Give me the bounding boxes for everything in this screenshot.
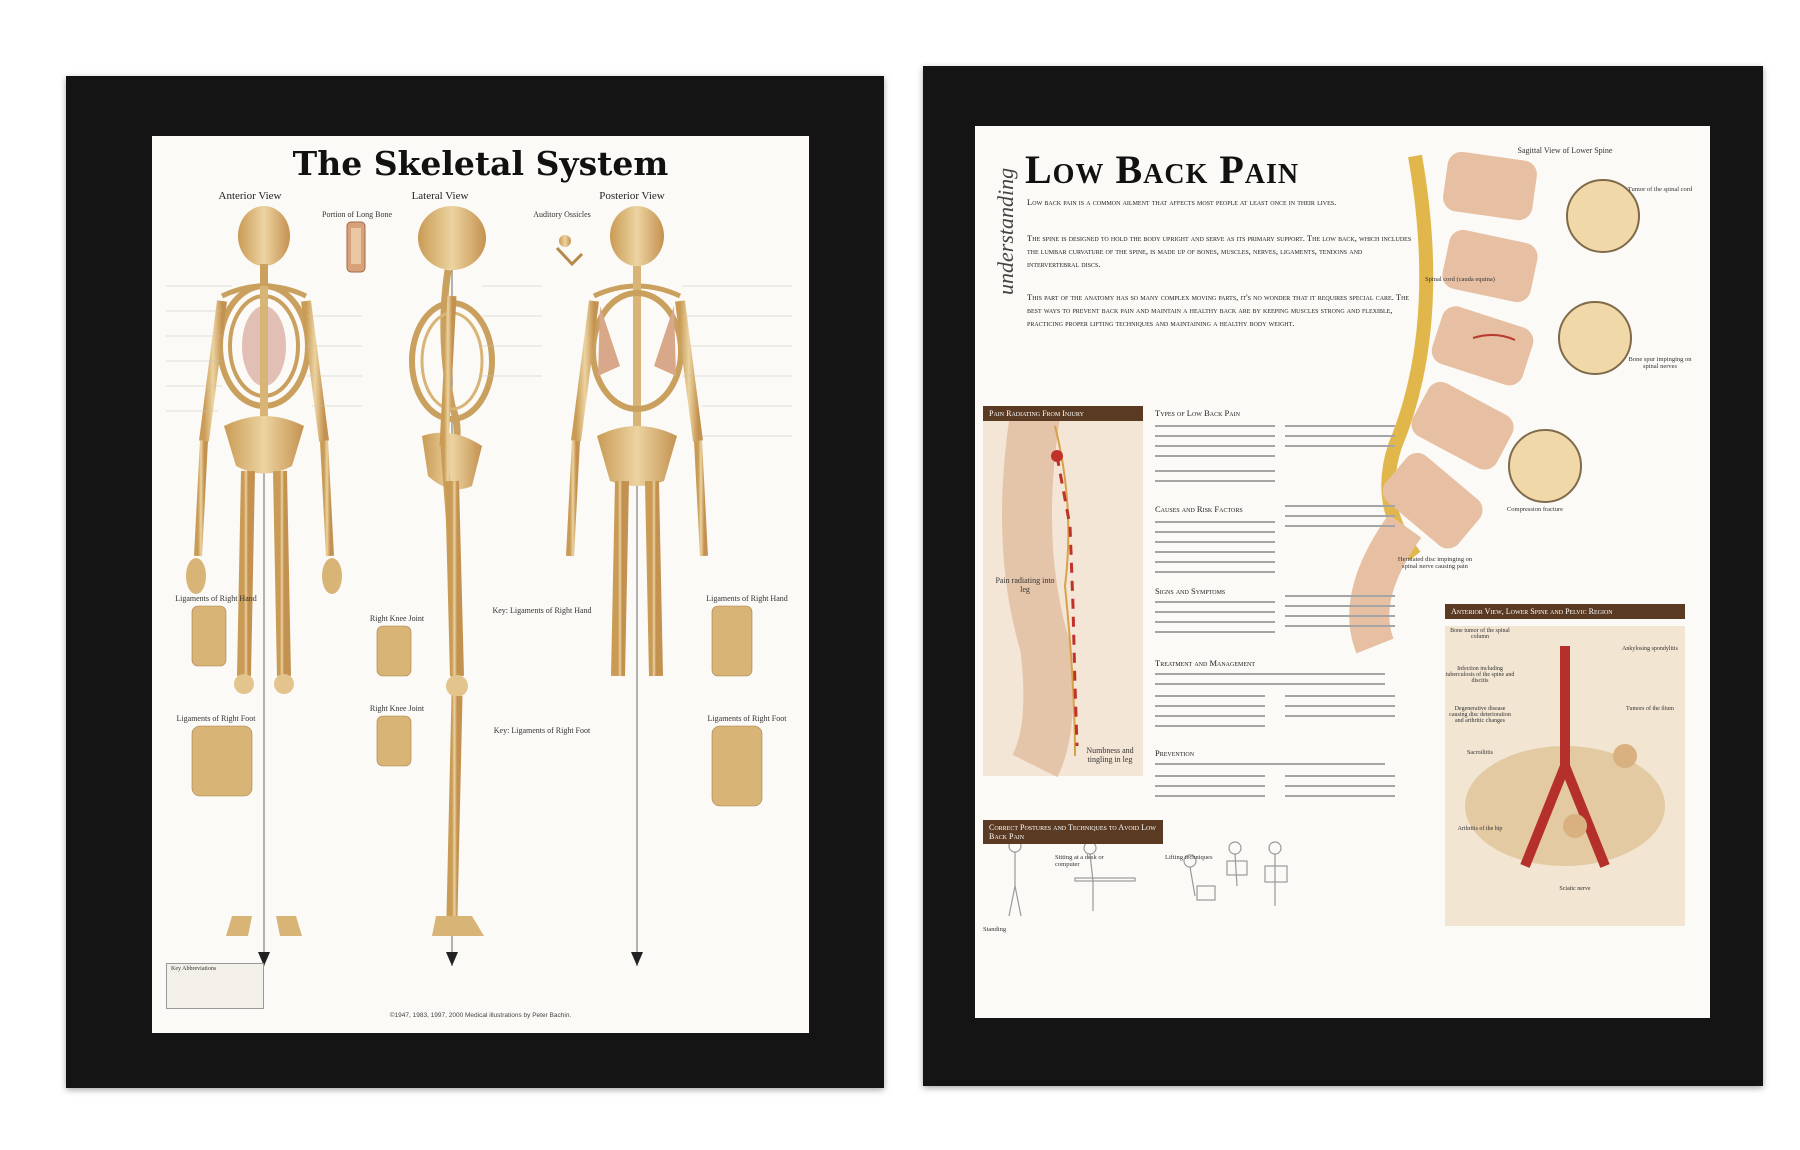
label-leader-lines xyxy=(166,285,792,437)
back-pain-poster: understanding Low Back Pain Low back pai… xyxy=(975,126,1710,1018)
lateral-view-label: Lateral View xyxy=(411,190,469,202)
skeletal-credit: ©1947, 1983, 1997, 2000 Medical illustra… xyxy=(389,1012,572,1019)
pain-caption-numbness: Numbness and tingling in leg xyxy=(1086,746,1134,764)
prevention-heading: Prevention xyxy=(1155,748,1195,758)
intro-paragraph-1: Low back pain is a common ailment that a… xyxy=(1027,197,1337,207)
skeletal-poster: The Skeletal System Anterior View Latera… xyxy=(152,136,809,1033)
lig-hand-palmar-label: Ligaments of Right Hand xyxy=(706,594,788,603)
callout-compression: Compression fracture xyxy=(1506,506,1564,513)
sagittal-spine-illustration xyxy=(1349,151,1538,654)
skeletal-poster-frame: The Skeletal System Anterior View Latera… xyxy=(66,76,884,1088)
key-right-hand-label: Key: Ligaments of Right Hand xyxy=(492,606,592,615)
lig-hand-dorsal-label: Ligaments of Right Hand xyxy=(175,594,257,603)
anterior-pelvis-illustration xyxy=(1445,626,1685,926)
pain-caption-leg: Pain radiating into leg xyxy=(995,576,1055,594)
posture-figures xyxy=(1008,839,1288,917)
signs-heading: Signs and Symptoms xyxy=(1155,586,1226,596)
posture-sitting-label: Sitting at a desk or computer xyxy=(1055,854,1104,868)
long-bone-illustration xyxy=(346,221,366,273)
callout-herniated: Herniated disc impinging on spinal nerve… xyxy=(1397,556,1473,570)
sagittal-view-title: Sagittal View of Lower Spine xyxy=(1517,146,1613,155)
back-pain-title: Low Back Pain xyxy=(1025,147,1300,192)
lig-foot-right-label: Ligaments of Right Foot xyxy=(707,714,787,723)
callout-ankylosing: Ankylosing spondylitis xyxy=(1622,646,1678,652)
key-abbreviations-label: Key Abbreviations xyxy=(171,966,217,972)
callout-arthritis-hip: Arthritis of the hip xyxy=(1457,826,1503,832)
auditory-ossicles-label: Auditory Ossicles xyxy=(533,210,591,219)
key-abbreviations-box: Key Abbreviations xyxy=(166,963,264,1009)
anterior-skeleton xyxy=(186,206,342,966)
posture-lifting-label: Lifting techniques xyxy=(1165,854,1213,861)
back-pain-poster-frame: understanding Low Back Pain Low back pai… xyxy=(923,66,1763,1086)
skeletal-poster-title: The Skeletal System xyxy=(292,144,669,183)
callout-tumors-ilium: Tumors of the ilium xyxy=(1626,706,1674,712)
callout-bone-spur: Bone spur impinging on spinal nerves xyxy=(1628,356,1692,370)
key-right-foot-label: Key: Ligaments of Right Foot xyxy=(493,726,591,735)
intro-paragraph-2: The spine is designed to hold the body u… xyxy=(1027,233,1412,269)
spine-callout-circles xyxy=(1508,179,1640,503)
intro-paragraph-3: This part of the anatomy has so many com… xyxy=(1027,292,1410,328)
pain-radiating-bar: Pain Radiating From Injury xyxy=(983,406,1143,421)
callout-spinal-cord: Spinal cord (cauda equina) xyxy=(1425,276,1495,283)
lig-foot-left-label: Ligaments of Right Foot xyxy=(176,714,256,723)
ossicles-illustration xyxy=(555,235,584,267)
pain-radiating-illustration xyxy=(983,406,1143,778)
callout-sacroiliitis: Sacroiliitis xyxy=(1467,750,1493,756)
posture-standing-label: Standing xyxy=(983,926,1007,933)
callout-sciatic: Sciatic nerve xyxy=(1559,886,1591,892)
skeleton-illustrations xyxy=(166,206,792,966)
posterior-skeleton xyxy=(566,206,708,966)
anterior-view-label: Anterior View xyxy=(218,190,282,202)
detail-illustrations xyxy=(191,605,763,807)
callout-infection: Infection including tuberculosis of the … xyxy=(1445,666,1515,684)
treatment-heading: Treatment and Management xyxy=(1155,658,1255,668)
types-heading: Types of Low Back Pain xyxy=(1155,408,1240,418)
body-text-lines xyxy=(1008,425,1395,917)
callout-tumor: Tumor of the spinal cord xyxy=(1627,186,1693,193)
anterior-view-bar: Anterior View, Lower Spine and Pelvic Re… xyxy=(1445,604,1685,619)
causes-heading: Causes and Risk Factors xyxy=(1155,504,1243,514)
callout-degenerative: Degenerative disease causing disc deteri… xyxy=(1449,706,1511,724)
knee-anterior-label: Right Knee Joint xyxy=(369,614,425,623)
posterior-view-label: Posterior View xyxy=(599,190,665,202)
callout-bone-tumor: Bone tumor of the spinal column xyxy=(1450,628,1510,640)
knee-posterior-label: Right Knee Joint xyxy=(369,704,425,713)
long-bone-label: Portion of Long Bone xyxy=(322,210,392,219)
back-pain-illustrations xyxy=(983,151,1685,926)
postures-bar: Correct Postures and Techniques to Avoid… xyxy=(983,820,1163,844)
lateral-skeleton xyxy=(409,206,495,966)
